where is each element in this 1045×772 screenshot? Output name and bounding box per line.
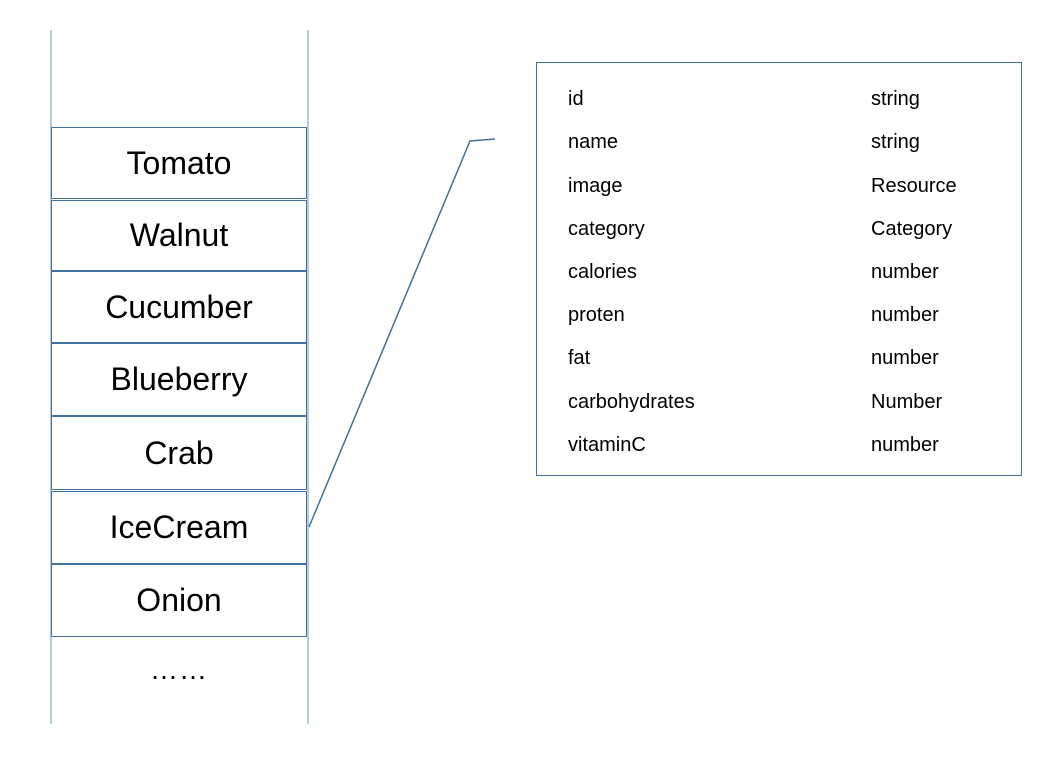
schema-row: name string	[537, 127, 1021, 157]
list-item-label: IceCream	[109, 509, 249, 545]
schema-row: fat number	[537, 343, 1021, 373]
field-type: number	[871, 304, 939, 326]
schema-row: calories number	[537, 257, 1021, 287]
field-type: Resource	[871, 175, 957, 197]
field-name: name	[568, 131, 619, 153]
item-schema-box: id string name string image Resource cat…	[536, 62, 1022, 476]
field-type: Number	[871, 391, 943, 413]
field-name: carbohydrates	[568, 391, 695, 413]
field-name: vitaminC	[568, 434, 646, 456]
list-item-blueberry[interactable]: Blueberry	[51, 343, 307, 416]
field-name: proten	[568, 304, 625, 326]
schema-row: image Resource	[537, 171, 1021, 201]
field-name: id	[568, 88, 584, 110]
field-name: category	[568, 218, 645, 240]
list-item-cucumber[interactable]: Cucumber	[51, 271, 307, 343]
field-name: calories	[568, 261, 637, 283]
list-item-label: Onion	[136, 582, 222, 618]
field-type: string	[871, 88, 920, 110]
list-item-label: Blueberry	[110, 361, 248, 397]
list-item-label: Crab	[144, 434, 214, 471]
list-item-tomato[interactable]: Tomato	[51, 127, 307, 199]
list-item-onion[interactable]: Onion	[51, 564, 307, 637]
list-more-indicator: ……	[150, 654, 208, 685]
schema-row: category Category	[537, 214, 1021, 244]
list-item-icecream[interactable]: IceCream	[51, 491, 307, 564]
list-item-crab[interactable]: Crab	[51, 416, 307, 490]
schema-row: carbohydrates Number	[537, 387, 1021, 417]
field-name: fat	[568, 347, 591, 369]
list-item-label: Tomato	[126, 144, 232, 181]
field-type: number	[871, 347, 939, 369]
schema-row: vitaminC number	[537, 430, 1021, 460]
list-item-label: Walnut	[129, 217, 229, 253]
list-item-walnut[interactable]: Walnut	[51, 200, 307, 271]
schema-row: proten number	[537, 300, 1021, 330]
field-name: image	[568, 175, 623, 197]
field-type: string	[871, 131, 920, 153]
schema-row: id string	[537, 84, 1021, 114]
list-item-label: Cucumber	[105, 288, 253, 325]
field-type: number	[871, 434, 939, 456]
field-type: Category	[871, 218, 953, 240]
field-type: number	[871, 261, 939, 283]
